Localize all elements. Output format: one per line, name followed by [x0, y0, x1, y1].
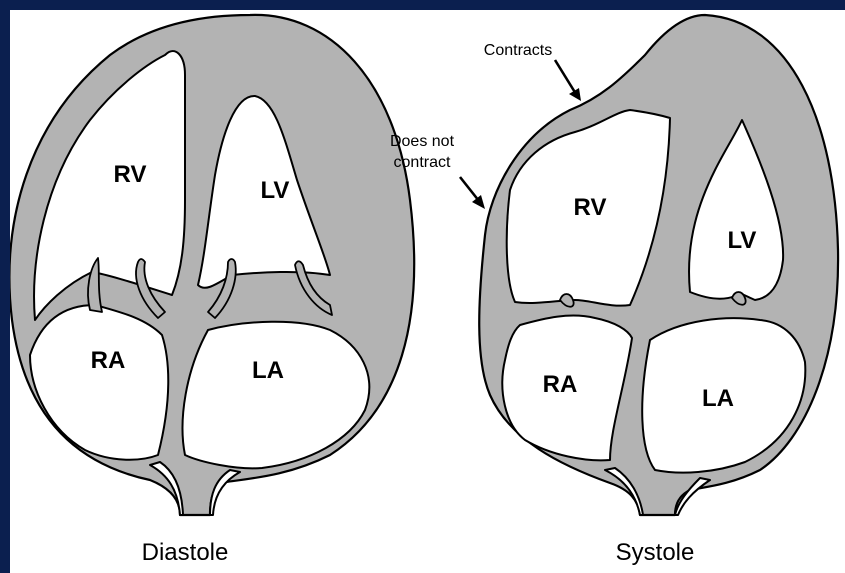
systole-heart: RV LV RA LA Contracts Does not contract …	[390, 15, 838, 566]
systole-ra-label: RA	[543, 371, 578, 398]
diastole-caption: Diastole	[142, 539, 229, 566]
diastole-rv-label: RV	[114, 161, 147, 188]
diastole-lv-label: LV	[261, 177, 290, 204]
diastole-la-label: LA	[252, 357, 284, 384]
systole-caption: Systole	[616, 539, 695, 566]
systole-rv-label: RV	[574, 194, 607, 221]
does-not-contract-arrowhead	[472, 195, 485, 209]
diastole-ra-chamber	[30, 305, 168, 460]
diagram-frame: RV LV RA LA Diastole RV LV RA LA Contrac…	[10, 10, 845, 573]
diastole-heart: RV LV RA LA Diastole	[10, 15, 414, 566]
contracts-arrow	[555, 60, 576, 94]
heart-diagram: RV LV RA LA Diastole RV LV RA LA Contrac…	[10, 10, 845, 573]
systole-la-label: LA	[702, 385, 734, 412]
does-not-contract-annotation-line2: contract	[394, 154, 451, 171]
contracts-annotation: Contracts	[484, 42, 552, 59]
systole-lv-label: LV	[728, 227, 757, 254]
diastole-ra-label: RA	[91, 347, 126, 374]
does-not-contract-arrow	[460, 177, 479, 201]
does-not-contract-annotation-line1: Does not	[390, 133, 455, 150]
